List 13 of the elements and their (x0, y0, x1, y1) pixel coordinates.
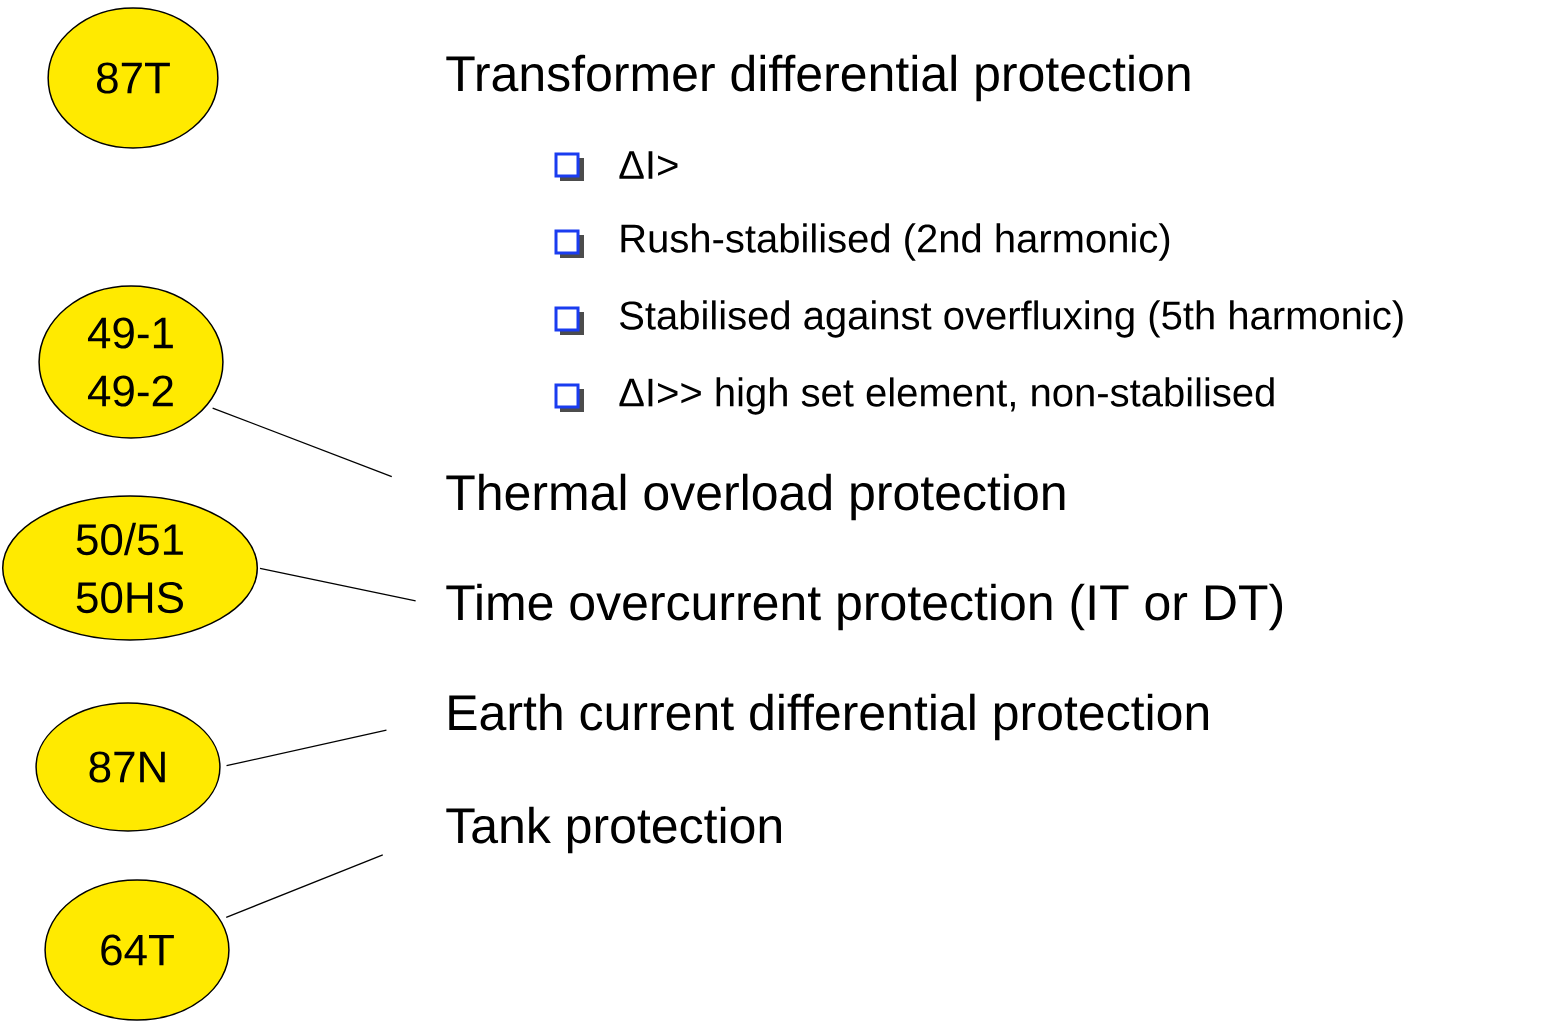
protection-text: Thermal overload protection (446, 473, 1065, 521)
bullet-text: ΔI> (619, 151, 678, 179)
heading: Transformer differential protection (446, 54, 1190, 102)
connector-line (225, 854, 384, 918)
bullet-text: Stabilised against overfluxing (5th harmonic) (620, 300, 1403, 338)
bullet-text: Rush-stabilised (2nd harmonic) (621, 223, 1170, 261)
protection-text: Tank protection (446, 806, 781, 854)
connector-line (212, 407, 393, 478)
connector-line (259, 567, 417, 602)
bullet-text: ΔI>> high set element, non-stabilised (619, 377, 1274, 415)
connector-line (225, 729, 388, 767)
protection-text: Earth current differential protection (449, 693, 1208, 741)
protection-text: Time overcurrent protection (IT or DT) (446, 583, 1283, 631)
